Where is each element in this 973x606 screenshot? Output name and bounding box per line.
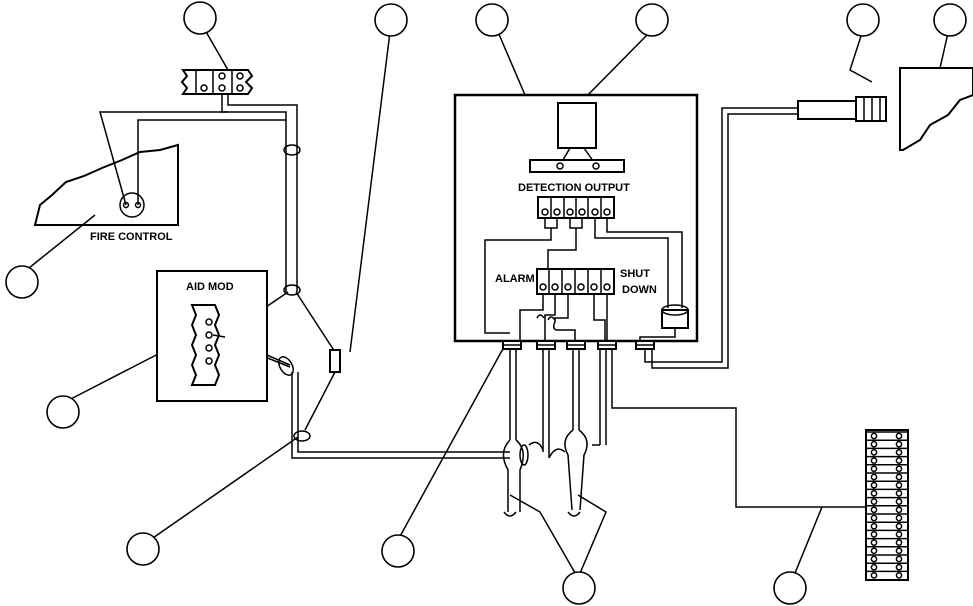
terminal-screw [895,432,903,440]
terminal-screw [895,449,903,456]
terminal-screw [895,473,903,481]
terminal-screw [870,539,878,546]
terminal-screw [870,547,878,555]
terminal-screw [870,449,878,456]
terminal-screw [870,555,878,563]
terminal-screw [895,514,903,522]
terminal-screw [870,490,878,497]
aid-mod-label: AID MOD [186,281,234,293]
terminal-screw [870,432,878,440]
terminal-screw [895,481,903,489]
fire-control-label: FIRE CONTROL [90,231,173,243]
terminal-screw [895,440,903,448]
callout-3 [475,3,509,37]
shut-label: SHUT [620,268,650,280]
top-terminal-strip [180,69,254,95]
alarm-label: ALARM [495,273,535,285]
terminal-screw [895,498,903,505]
terminal-screw [895,506,903,514]
callout-6 [933,3,967,37]
down-label: DOWN [622,284,657,296]
terminal-screw [895,465,903,473]
terminal-screw [870,506,878,514]
terminal-screw [895,531,903,538]
terminal-screw [895,547,903,555]
terminal-screw [870,572,878,579]
detection-output-label: DETECTION OUTPUT [518,182,630,194]
terminal-screw [870,531,878,538]
terminal-screw [895,572,903,579]
terminal-screw [870,522,878,530]
callout-1 [183,1,217,35]
terminal-screw [870,440,878,448]
terminal-screw [895,555,903,563]
callout-7 [5,265,39,299]
callout-2 [374,3,408,37]
callout-8 [46,395,80,429]
callout-9 [126,532,160,566]
terminal-screw [870,498,878,505]
bottom-conduits [502,349,866,517]
terminal-screw [870,473,878,481]
terminal-screw [870,514,878,522]
terminal-screw [870,465,878,473]
callout-12 [773,571,807,605]
callout-10 [381,534,415,568]
terminal-screw [895,490,903,497]
terminal-screw [870,481,878,489]
callout-11 [562,571,596,605]
fire-control-panel [33,111,286,226]
terminal-screw [895,457,903,464]
terminal-screw [895,522,903,530]
sensor-assembly [644,67,973,369]
terminal-screw [870,457,878,464]
main-enclosure: DETECTION OUTPUT ALARM SHUT DOWN [453,93,699,350]
aid-mod-module: AID MOD [156,270,268,402]
terminal-screw [870,563,878,571]
callout-5 [846,3,880,37]
terminal-board [865,429,909,581]
terminal-screw [895,563,903,571]
callout-circles [5,1,967,605]
terminal-screw [895,539,903,546]
callout-4 [635,3,669,37]
